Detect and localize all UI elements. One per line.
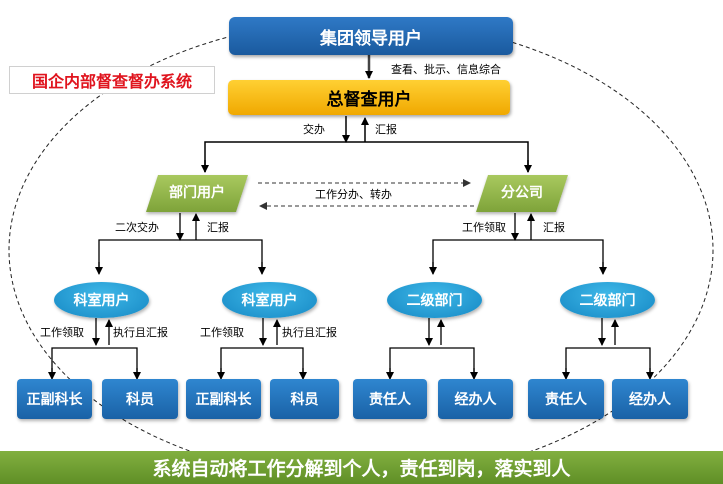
leaf-node-6[interactable]: 经办人 <box>438 379 513 419</box>
leaf-node-4[interactable]: 科员 <box>270 379 339 419</box>
leaf-node-5[interactable]: 责任人 <box>353 379 427 419</box>
dept-assign-label: 二次交办 <box>115 221 159 234</box>
section-node-1[interactable]: 科室用户 <box>54 282 149 318</box>
dept-report-label: 汇报 <box>207 221 229 234</box>
system-label: 国企内部督查督办系统 <box>9 66 215 94</box>
branch-report-label: 汇报 <box>543 221 565 234</box>
leaf-node-1[interactable]: 正副科长 <box>17 379 92 419</box>
section-2-report-label: 执行且汇报 <box>282 326 337 339</box>
assign-label: 交办 <box>303 123 325 136</box>
branch-node-label: 分公司 <box>501 185 543 201</box>
leaf-node-3[interactable]: 正副科长 <box>186 379 261 419</box>
chief-supervisor-node[interactable]: 总督查用户 <box>228 80 510 115</box>
system-boundary <box>8 19 714 481</box>
leaf-node-8[interactable]: 经办人 <box>612 379 688 419</box>
cross-link-label: 工作分办、转办 <box>315 188 392 201</box>
section-1-report-label: 执行且汇报 <box>113 326 168 339</box>
group-leader-node[interactable]: 集团领导用户 <box>229 17 513 55</box>
top-annotation: 查看、批示、信息综合 <box>391 63 501 76</box>
section-2-receive-label: 工作领取 <box>200 326 244 339</box>
second-level-node-1[interactable]: 二级部门 <box>387 282 482 318</box>
second-level-node-2[interactable]: 二级部门 <box>560 282 655 318</box>
report-label: 汇报 <box>375 123 397 136</box>
dept-node-label: 部门用户 <box>169 185 225 201</box>
leaf-node-7[interactable]: 责任人 <box>528 379 604 419</box>
leaf-node-2[interactable]: 科员 <box>102 379 178 419</box>
footer-banner: 系统自动将工作分解到个人，责任到岗，落实到人 <box>0 451 723 484</box>
section-node-2[interactable]: 科室用户 <box>222 282 317 318</box>
section-1-receive-label: 工作领取 <box>40 326 84 339</box>
branch-receive-label: 工作领取 <box>462 221 506 234</box>
